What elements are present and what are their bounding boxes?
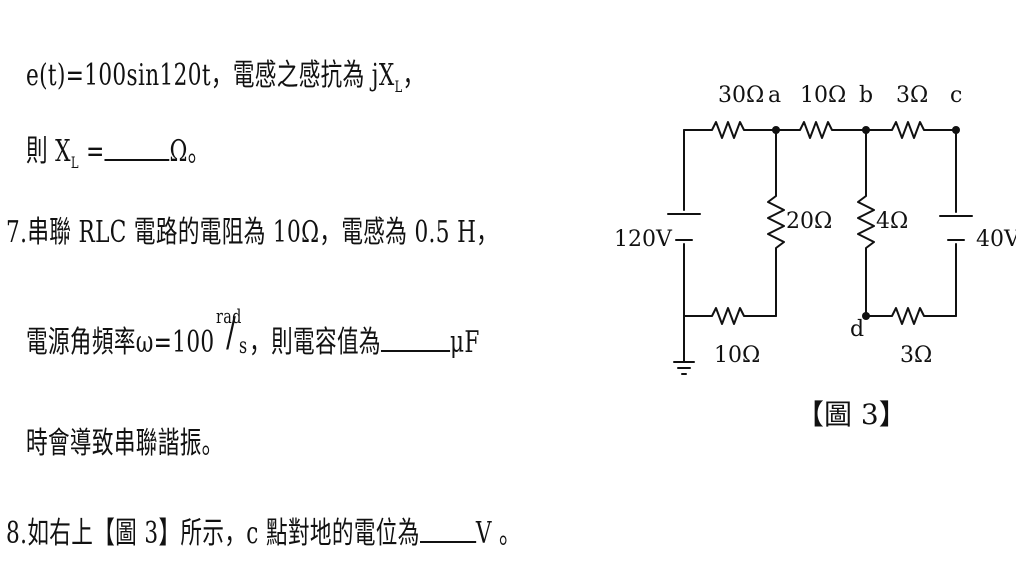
node-b-dot: [862, 126, 870, 134]
q8-text: 8.如右上【圖 3】所示，c 點對地的電位為: [6, 516, 420, 551]
q6-text-2-mid: =: [78, 134, 105, 169]
q7-line-3: 時會導致串聯諧振。: [26, 426, 224, 461]
q7-text-2-mid: ，則電容值為: [249, 325, 381, 360]
label-3ohm-bottom: 3Ω: [900, 343, 932, 368]
label-120v: 120V: [614, 227, 673, 252]
q8-answer-blank[interactable]: [419, 541, 476, 543]
q7-line-1: 7.串聯 RLC 電路的電阻為 10Ω，電感為 0.5 H，: [6, 215, 499, 250]
unit-fraction: rad/s: [215, 304, 248, 359]
label-4ohm: 4Ω: [876, 209, 908, 234]
q6-line-2: 則 XL = Ω。: [26, 126, 210, 172]
q6-sub-1: L: [394, 77, 403, 96]
label-40v: 40V: [976, 227, 1016, 252]
q6-unit: Ω。: [169, 134, 210, 169]
q6-line-1: e(t)=100sin120t，電感之感抗為 jXL，: [26, 50, 425, 96]
q6-text-1-end: ，: [402, 58, 425, 93]
resistor-3ohm-bottom: [865, 307, 957, 325]
q7-unit: μF: [449, 325, 480, 360]
q6-sub-2: L: [70, 153, 79, 172]
node-c-dot: [952, 126, 960, 134]
label-node-c: c: [950, 83, 962, 108]
resistor-4ohm: [857, 129, 875, 317]
resistor-10ohm-top: [775, 121, 867, 139]
resistor-10ohm-bottom: [683, 243, 777, 325]
figure-caption: 【圖 3】: [796, 398, 907, 431]
q6-text-2: 則 X: [26, 134, 71, 169]
resistor-30ohm: [683, 121, 777, 139]
node-d-dot: [862, 312, 870, 320]
ground-icon: [673, 361, 695, 375]
fraction-numerator: rad: [215, 304, 242, 328]
resistor-3ohm-top: [865, 121, 957, 139]
label-30ohm: 30Ω: [718, 83, 764, 108]
label-10ohm-bottom: 10Ω: [714, 343, 760, 368]
q8-unit: V 。: [475, 516, 522, 551]
resistor-20ohm: [767, 129, 785, 317]
q6-text-1: e(t)=100sin120t，電感之感抗為 jX: [26, 58, 395, 93]
q8-line-1: 8.如右上【圖 3】所示，c 點對地的電位為 V 。: [6, 508, 521, 552]
label-10ohm-top: 10Ω: [800, 83, 846, 108]
label-20ohm: 20Ω: [786, 209, 832, 234]
q6-answer-blank[interactable]: [104, 159, 170, 161]
label-3ohm-top: 3Ω: [896, 83, 928, 108]
q7-answer-blank[interactable]: [380, 350, 450, 352]
label-node-d: d: [850, 317, 864, 342]
label-node-b: b: [859, 83, 873, 108]
label-node-a: a: [768, 83, 781, 108]
node-a-dot: [772, 126, 780, 134]
q7-text-2: 電源角頻率ω=100: [26, 325, 215, 360]
fraction-denominator: s: [239, 334, 248, 359]
